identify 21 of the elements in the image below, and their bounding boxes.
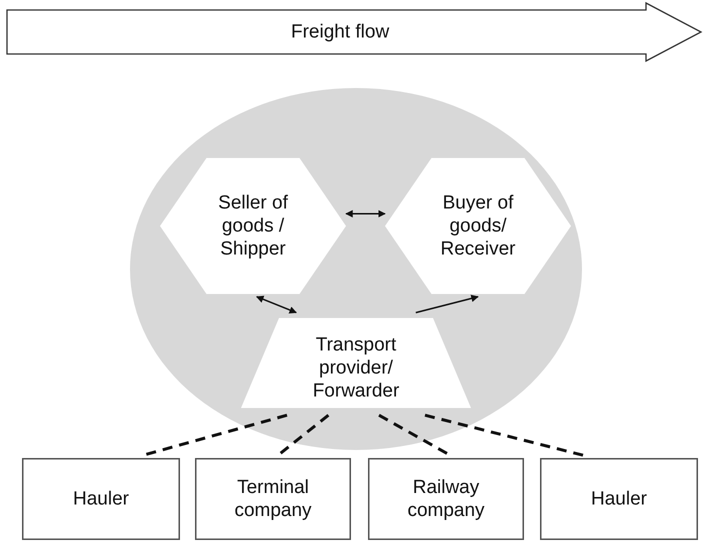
ellipse-shape — [130, 88, 582, 450]
node-label: Buyer of goods/ Receiver — [440, 192, 516, 260]
node-label: Hauler — [590, 488, 648, 510]
dashed-line — [424, 414, 585, 457]
arrow — [416, 294, 479, 314]
organization-box — [540, 458, 698, 540]
node-label: Terminal company — [233, 476, 313, 522]
double-arrow — [256, 296, 297, 314]
hexagon-shape — [160, 158, 346, 294]
node-label: Transport provider/ Forwarder — [312, 334, 400, 403]
hexagon-shape — [385, 158, 571, 294]
trapezoid-shape — [241, 318, 471, 408]
double-arrow — [345, 210, 386, 218]
organization-box — [195, 458, 351, 540]
node-label: Freight flow — [290, 20, 390, 44]
node-label: Hauler — [72, 488, 130, 510]
node-label: Railway company — [406, 476, 486, 522]
flow-arrow — [6, 2, 702, 62]
organization-box — [22, 458, 180, 540]
node-label: Seller of goods / Shipper — [217, 192, 289, 260]
organization-box — [368, 458, 524, 540]
